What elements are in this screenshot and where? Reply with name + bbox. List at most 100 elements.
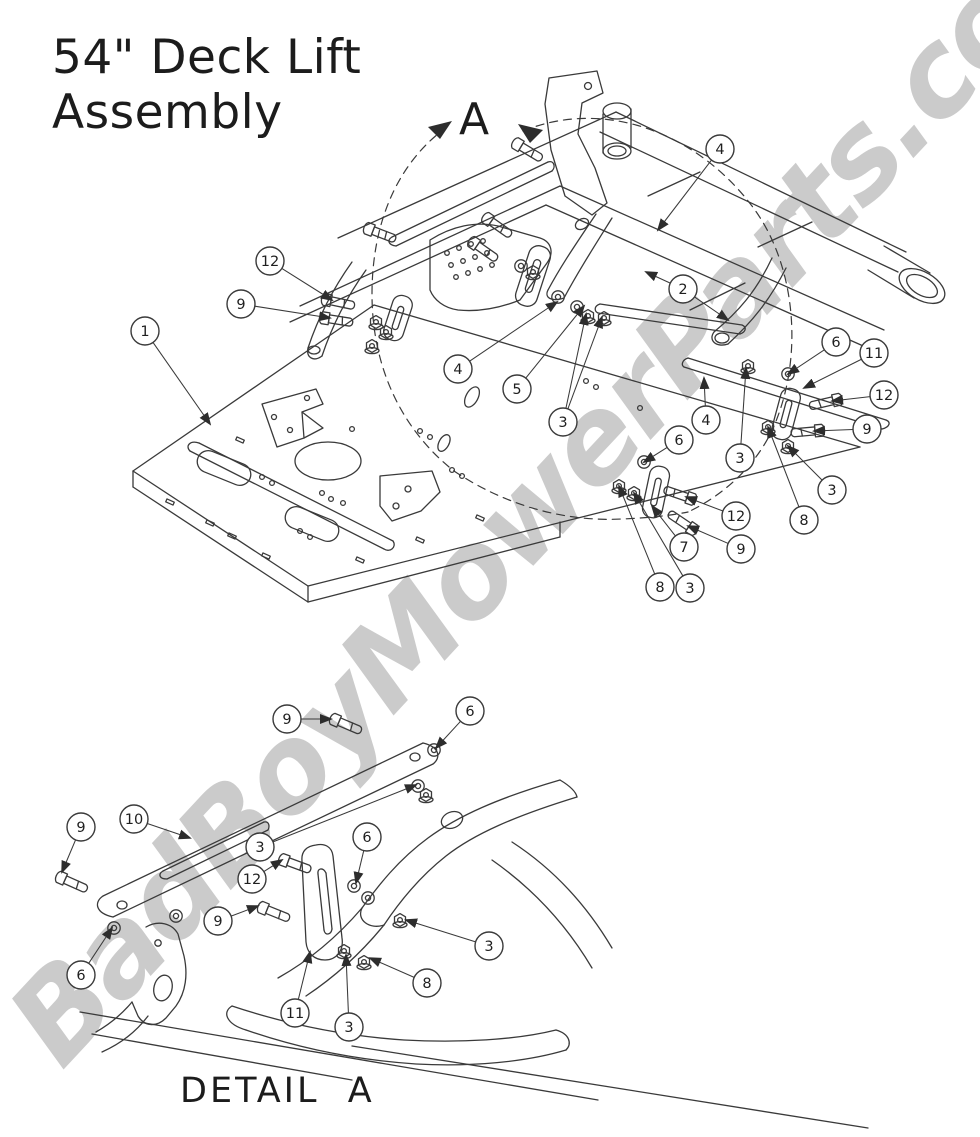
- callout-leader: [786, 349, 825, 376]
- callout-9: 9: [61, 812, 96, 874]
- callout-leader: [469, 300, 559, 362]
- callout-leader: [567, 315, 603, 410]
- callout-number: 3: [735, 451, 744, 467]
- callout-number: 6: [465, 704, 474, 720]
- callout-balloon: [443, 354, 473, 384]
- callout-balloon: [817, 475, 847, 505]
- callout-number: 12: [875, 388, 893, 404]
- callout-number: 6: [831, 335, 840, 351]
- callout-leader: [644, 271, 671, 284]
- callout-6: 6: [352, 822, 382, 885]
- hanger-strap-left-cluster: [611, 455, 701, 538]
- callout-balloon: [226, 289, 256, 319]
- page-title-line1: 54" Deck Lift: [52, 30, 362, 85]
- callout-3: 3: [404, 918, 504, 961]
- callout-balloon: [203, 906, 233, 936]
- callout-balloon: [668, 274, 698, 304]
- callout-number: 4: [453, 362, 462, 378]
- left-pivot-strap: [317, 292, 413, 355]
- callout-leader: [281, 268, 334, 302]
- callout-8: 8: [368, 957, 442, 998]
- curved-lift-arm: [277, 779, 613, 997]
- callout-balloon: [502, 374, 532, 404]
- callout-leader: [830, 394, 871, 405]
- callout-12: 12: [255, 246, 334, 302]
- callout-number: 9: [236, 297, 245, 313]
- callout-4: 4: [656, 134, 735, 232]
- callout-11: 11: [280, 950, 313, 1028]
- callout-number: 8: [799, 513, 808, 529]
- callout-4: 4: [691, 376, 721, 435]
- callout-number: 3: [827, 483, 836, 499]
- callout-balloon: [675, 573, 705, 603]
- callout-number: 3: [685, 581, 694, 597]
- pedal-lever: [544, 70, 632, 216]
- callout-number: 7: [679, 540, 688, 556]
- callout-leader: [565, 312, 589, 409]
- callout-balloon: [119, 804, 149, 834]
- callout-leader: [686, 525, 729, 544]
- callout-leader: [434, 720, 461, 750]
- callout-leader: [263, 858, 284, 872]
- callout-6: 6: [66, 926, 114, 990]
- callout-number: 1: [140, 324, 149, 340]
- callout-number: 5: [512, 382, 521, 398]
- callout-11: 11: [802, 338, 889, 389]
- callout-10: 10: [119, 804, 192, 840]
- right-lift-arm: [711, 257, 787, 346]
- callouts-detail-layer: 9 6 10 9 3 6 12 9 3 6 8 11 3: [61, 696, 504, 1042]
- callout-leader: [740, 366, 751, 445]
- page-title: 54" Deck Lift Assembly: [52, 30, 361, 141]
- callout-leader: [61, 839, 77, 874]
- callout-leader: [694, 296, 730, 322]
- callout-balloon: [721, 501, 751, 531]
- callout-number: 11: [865, 346, 883, 362]
- callout-12: 12: [830, 380, 899, 410]
- detail-arrow-left: [428, 121, 452, 139]
- callout-leader: [812, 425, 854, 436]
- callout-balloon: [334, 1012, 364, 1042]
- callout-6: 6: [642, 425, 694, 464]
- callout-balloon: [66, 812, 96, 842]
- callout-3: 3: [334, 953, 364, 1042]
- callout-balloon: [789, 505, 819, 535]
- callout-8: 8: [767, 425, 819, 535]
- callout-number: 3: [255, 840, 264, 856]
- callout-leader: [88, 926, 114, 964]
- page-title-line2: Assembly: [52, 85, 283, 141]
- callout-number: 9: [736, 542, 745, 558]
- callout-9: 9: [226, 289, 332, 322]
- callout-balloon: [859, 338, 889, 368]
- callout-leader: [147, 823, 192, 840]
- callout-number: 12: [261, 254, 279, 270]
- deck-plate: [132, 304, 861, 603]
- callout-balloon: [691, 405, 721, 435]
- callout-12: 12: [237, 858, 284, 894]
- callout-leader: [786, 444, 823, 481]
- slotted-lift-arm: [96, 742, 439, 918]
- callout-3: 3: [725, 366, 755, 473]
- callout-leader: [802, 358, 862, 389]
- callout-2: 2: [644, 271, 730, 322]
- callout-number: 9: [862, 422, 871, 438]
- callout-leader: [297, 950, 313, 1000]
- callout-balloon: [237, 864, 267, 894]
- callout-1: 1: [130, 316, 212, 426]
- section-arrow-label: A: [459, 94, 489, 145]
- callout-3: 3: [632, 491, 705, 603]
- callout-number: 3: [344, 1020, 353, 1036]
- callout-balloon: [645, 572, 675, 602]
- callout-9: 9: [686, 525, 756, 564]
- callout-number: 9: [282, 712, 291, 728]
- callout-9: 9: [272, 704, 333, 734]
- callout-leader: [632, 491, 684, 577]
- callout-3: 3: [548, 312, 603, 437]
- callout-4: 4: [443, 300, 559, 384]
- callout-6: 6: [786, 327, 851, 376]
- callout-balloon: [455, 696, 485, 726]
- callout-12: 12: [684, 496, 751, 531]
- callout-number: 9: [213, 914, 222, 930]
- callout-number: 6: [362, 830, 371, 846]
- detail-arrow-right: [518, 124, 543, 143]
